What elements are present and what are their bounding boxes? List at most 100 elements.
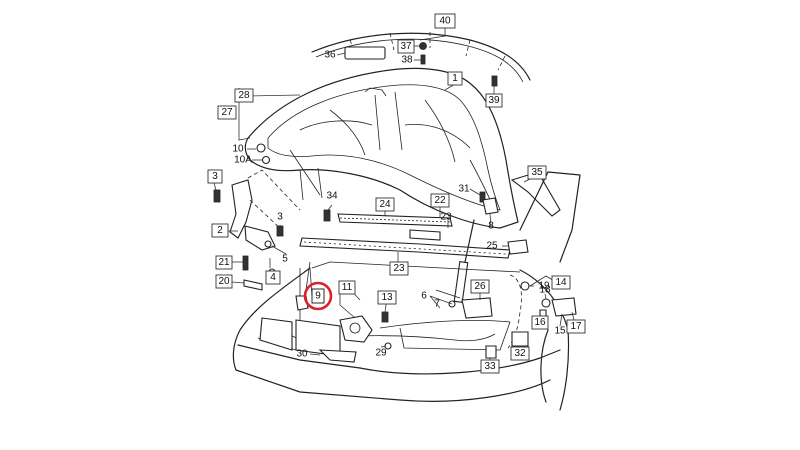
svg-text:1: 1 <box>452 73 458 84</box>
callout-33[interactable]: 33 <box>480 359 500 374</box>
callout-25[interactable]: 25 <box>486 241 498 252</box>
svg-text:29: 29 <box>375 348 387 359</box>
hood-hinge-left <box>229 169 301 251</box>
callout-6[interactable]: 6 <box>421 291 427 302</box>
svg-text:19: 19 <box>538 281 550 292</box>
callout-20[interactable]: 20 <box>215 274 233 289</box>
svg-text:24: 24 <box>379 199 391 210</box>
highlighted-part-9[interactable]: 9 <box>303 281 333 311</box>
svg-text:11: 11 <box>342 282 353 293</box>
svg-text:38: 38 <box>401 55 413 66</box>
svg-text:7: 7 <box>434 299 440 310</box>
callout-23-top[interactable]: 23 <box>440 212 452 223</box>
callout-8[interactable]: 8 <box>488 221 494 232</box>
svg-text:20: 20 <box>218 276 230 287</box>
callout-22[interactable]: 22 <box>430 193 450 208</box>
leader-lines <box>213 28 577 362</box>
part-34-bolt <box>323 209 331 222</box>
part-36-plate <box>344 46 386 60</box>
callouts: 40 37 36 38 1 39 28 27 10 10A 3 35 31 34… <box>207 13 586 374</box>
svg-text:23: 23 <box>440 212 452 223</box>
callout-14[interactable]: 14 <box>551 275 571 290</box>
callout-21[interactable]: 21 <box>215 255 233 270</box>
part-20-rod <box>243 279 263 291</box>
svg-text:21: 21 <box>218 257 230 268</box>
callout-3-top[interactable]: 3 <box>207 169 223 184</box>
part-3-bolt-lower <box>276 225 284 237</box>
gas-strut <box>453 219 475 303</box>
callout-19[interactable]: 19 <box>538 281 550 292</box>
svg-text:37: 37 <box>400 41 412 52</box>
hood-lock <box>339 315 373 343</box>
callout-15[interactable]: 15 <box>554 326 566 337</box>
callout-26[interactable]: 26 <box>470 279 490 294</box>
part-19-cap <box>520 281 530 291</box>
highlight-label-box <box>311 288 325 304</box>
part-8-bracket <box>482 197 499 215</box>
part-39-bolt <box>491 75 498 87</box>
svg-text:36: 36 <box>324 50 336 61</box>
callout-10a[interactable]: 10A <box>234 155 252 166</box>
callout-7[interactable]: 7 <box>434 299 440 310</box>
part-18-clip <box>541 298 551 308</box>
svg-text:3: 3 <box>277 212 283 223</box>
svg-text:15: 15 <box>554 326 566 337</box>
part-38-screw <box>420 54 426 65</box>
svg-text:25: 25 <box>486 241 498 252</box>
svg-text:6: 6 <box>421 291 427 302</box>
callout-39[interactable]: 39 <box>485 93 503 108</box>
callout-1[interactable]: 1 <box>447 71 463 86</box>
svg-text:8: 8 <box>488 221 494 232</box>
callout-11[interactable]: 11 <box>338 280 356 295</box>
callout-36[interactable]: 36 <box>324 50 336 61</box>
callout-24[interactable]: 24 <box>375 197 395 212</box>
callout-18[interactable]: 18 <box>539 285 551 296</box>
part-31-bolt <box>479 191 486 203</box>
svg-text:22: 22 <box>434 195 446 206</box>
svg-text:13: 13 <box>381 292 393 303</box>
svg-text:17: 17 <box>570 321 582 332</box>
svg-text:4: 4 <box>270 272 276 283</box>
callout-32[interactable]: 32 <box>510 346 530 361</box>
part-10-buffer <box>256 143 266 153</box>
callout-29[interactable]: 29 <box>375 348 387 359</box>
callout-30[interactable]: 30 <box>296 349 308 360</box>
svg-text:28: 28 <box>238 90 250 101</box>
svg-text:18: 18 <box>539 285 551 296</box>
callout-5[interactable]: 5 <box>282 254 288 265</box>
part-5-nut <box>264 240 272 248</box>
part-30-lever <box>318 349 357 363</box>
vehicle-body-outline <box>232 171 581 411</box>
svg-text:10A: 10A <box>234 155 252 166</box>
part-25-bracket <box>507 239 529 255</box>
callout-3-mid[interactable]: 3 <box>277 212 283 223</box>
callout-35[interactable]: 35 <box>527 165 547 180</box>
callout-37[interactable]: 37 <box>397 39 415 54</box>
svg-text:39: 39 <box>488 95 500 106</box>
hood-panel <box>244 67 519 229</box>
callout-40[interactable]: 40 <box>434 13 456 29</box>
callout-28[interactable]: 28 <box>234 88 254 103</box>
part-6-strut-mount <box>435 289 461 299</box>
part-21-bolt <box>242 255 249 271</box>
svg-text:16: 16 <box>534 317 546 328</box>
callout-34[interactable]: 34 <box>326 191 338 202</box>
part-3-bolt-upper <box>213 189 221 203</box>
part-15-bracket <box>551 297 577 317</box>
svg-text:32: 32 <box>514 348 526 359</box>
callout-2[interactable]: 2 <box>211 223 229 238</box>
callout-27[interactable]: 27 <box>217 105 237 120</box>
callout-17[interactable]: 17 <box>566 319 586 334</box>
callout-23-bottom[interactable]: 23 <box>389 261 409 276</box>
callout-13[interactable]: 13 <box>377 290 397 305</box>
callout-10[interactable]: 10 <box>232 144 244 155</box>
callout-31[interactable]: 31 <box>458 184 470 195</box>
svg-text:40: 40 <box>439 16 451 27</box>
svg-text:30: 30 <box>296 349 308 360</box>
callout-38[interactable]: 38 <box>401 55 413 66</box>
svg-text:26: 26 <box>474 281 486 292</box>
callout-16[interactable]: 16 <box>531 315 549 330</box>
svg-text:35: 35 <box>531 167 543 178</box>
callout-4[interactable]: 4 <box>265 270 281 285</box>
